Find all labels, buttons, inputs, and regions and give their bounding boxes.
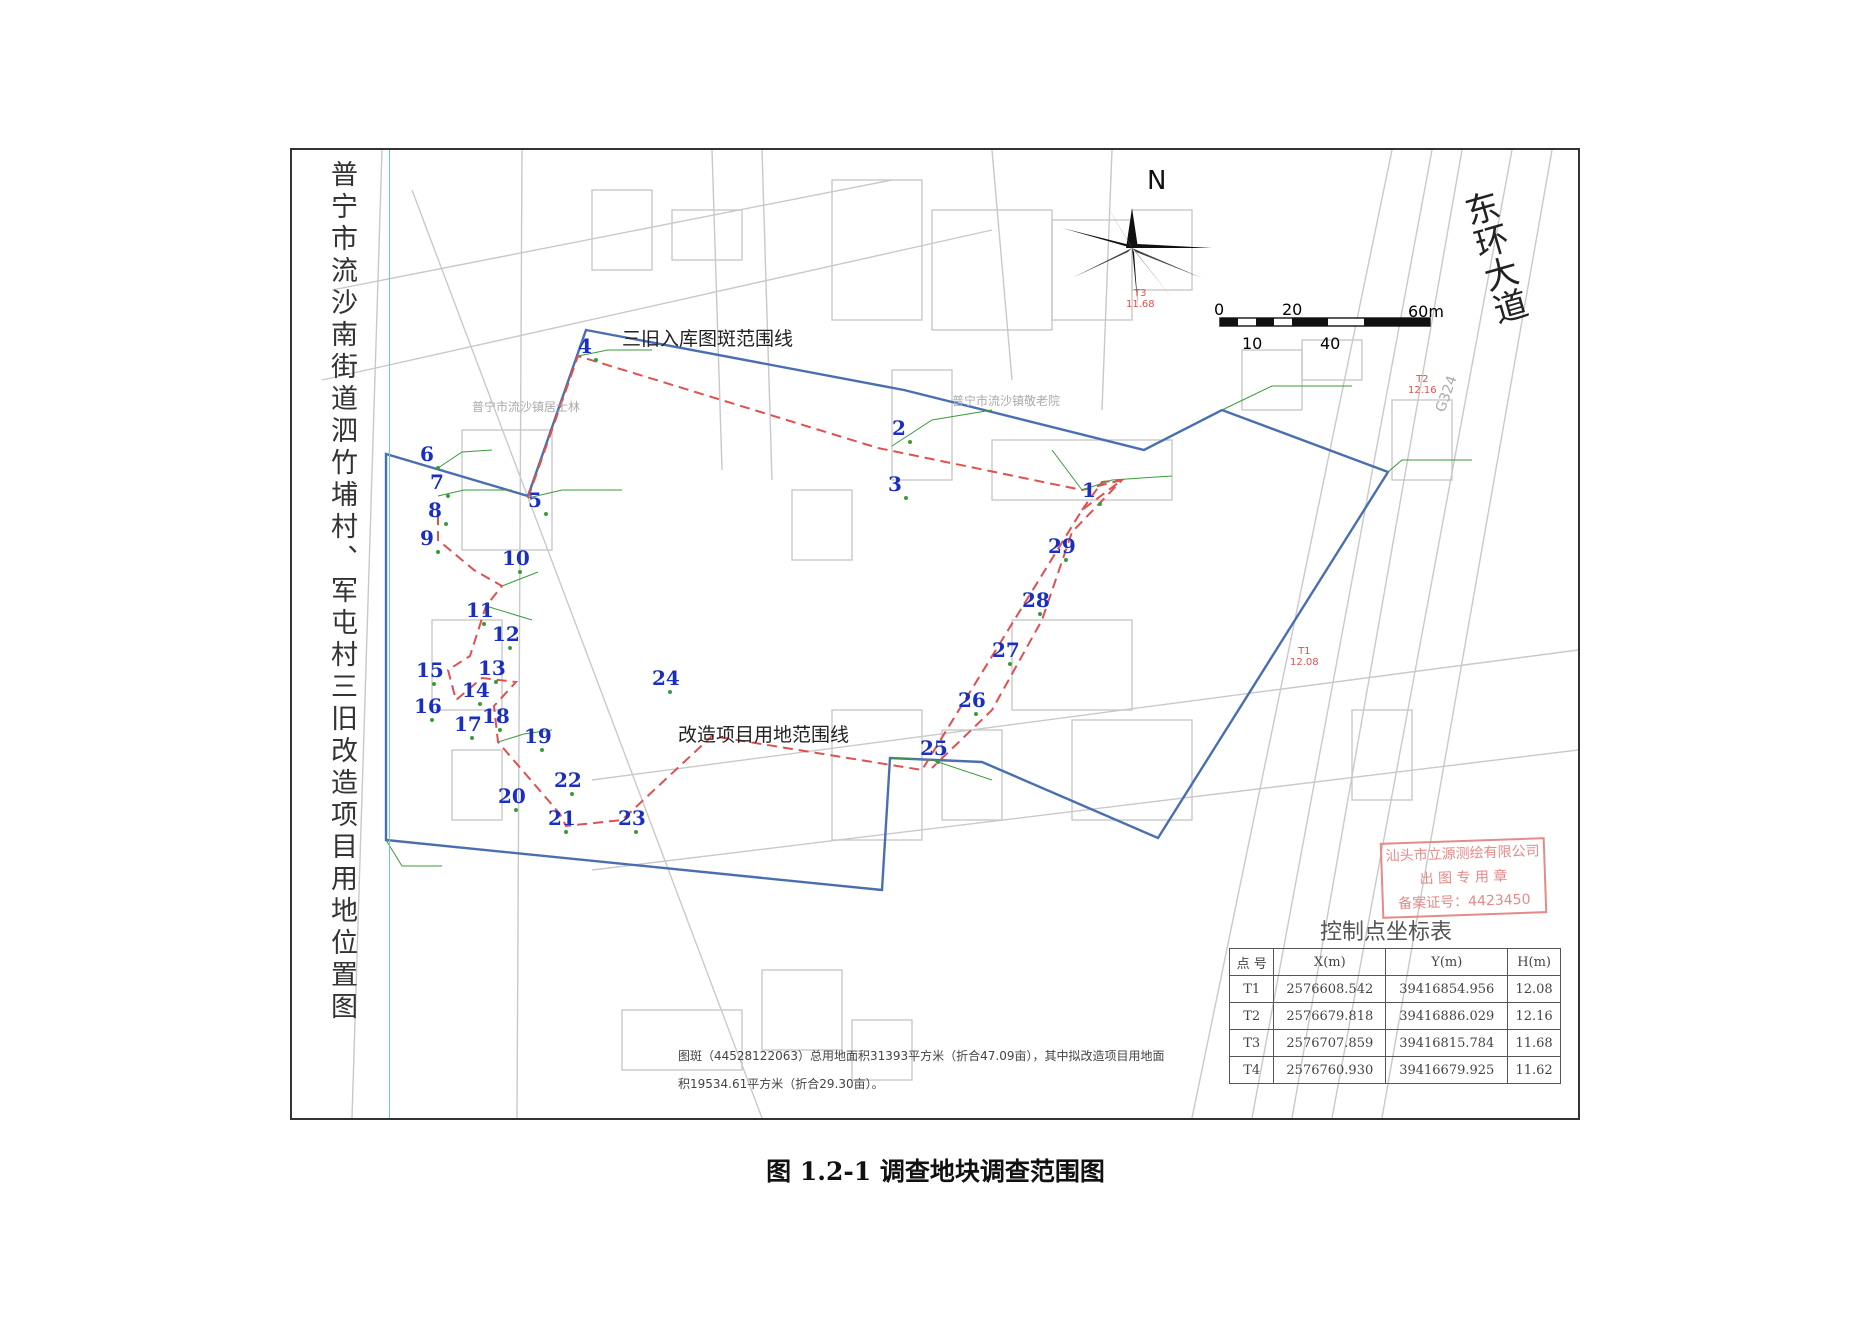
scale-label-20: 20 [1282, 300, 1303, 319]
scale-label-0: 0 [1214, 300, 1225, 319]
point-label-23: 23 [618, 806, 646, 830]
point-marker-21 [564, 830, 568, 834]
point-label-3: 3 [888, 472, 902, 496]
background-streets [321, 150, 1578, 1118]
point-marker-24 [668, 690, 672, 694]
point-marker-8 [444, 522, 448, 526]
point-label-9: 9 [420, 526, 434, 550]
header-cell: 点 号 [1228, 948, 1275, 976]
point-label-11: 11 [466, 598, 494, 622]
point-marker-28 [1038, 612, 1042, 616]
sanjiu-boundary [384, 328, 1390, 892]
point-label-1: 1 [1082, 478, 1096, 502]
point-label-14: 14 [462, 678, 490, 702]
point-label-29: 29 [1048, 534, 1076, 558]
point-markers [430, 358, 1102, 834]
point-marker-11 [482, 622, 486, 626]
scale-label-40: 40 [1320, 334, 1341, 353]
point-marker-14 [478, 702, 482, 706]
point-label-5: 5 [528, 488, 542, 512]
map-canvas [321, 150, 1578, 1118]
surveying-stamp: 汕头市立源测绘有限公司 出 图 专 用 章 备案证号：4423450 [1379, 837, 1548, 919]
point-label-18: 18 [482, 704, 510, 728]
institution-label-1: 普宁市流沙镇居士林 [472, 400, 581, 414]
point-label-10: 10 [502, 546, 530, 570]
point-label-7: 7 [430, 470, 444, 494]
point-label-26: 26 [958, 688, 986, 712]
point-marker-20 [514, 808, 518, 812]
point-marker-2 [908, 440, 912, 444]
point-label-15: 15 [416, 658, 444, 682]
point-marker-16 [430, 718, 434, 722]
point-marker-26 [974, 712, 978, 716]
point-label-22: 22 [554, 768, 582, 792]
header-cell: Y(m) [1385, 948, 1509, 976]
leader-lines [385, 349, 1472, 867]
point-marker-22 [570, 792, 574, 796]
point-marker-6 [436, 466, 440, 470]
point-marker-1 [1098, 502, 1102, 506]
point-label-16: 16 [414, 694, 442, 718]
point-label-4: 4 [578, 334, 592, 358]
point-marker-13 [494, 680, 498, 684]
header-cell: X(m) [1273, 948, 1387, 976]
institution-label-2: 普宁市流沙镇敬老院 [952, 394, 1061, 408]
north-arrow-icon [1062, 198, 1212, 308]
point-label-24: 24 [652, 666, 680, 690]
point-marker-10 [518, 570, 522, 574]
point-label-17: 17 [454, 712, 482, 736]
project-boundary-label: 改造项目用地范围线 [678, 724, 850, 746]
control-table-header: 点 号 X(m) Y(m) H(m) [1228, 948, 1561, 976]
point-marker-4 [594, 358, 598, 362]
side-title: 普宁市流沙南街道泗竹埔村、军屯村三旧改造项目用地位置图 [294, 150, 390, 1118]
point-marker-29 [1064, 558, 1068, 562]
point-marker-3 [904, 496, 908, 500]
point-marker-5 [544, 512, 548, 516]
point-label-27: 27 [992, 638, 1020, 662]
scale-label-60: 60m [1408, 302, 1444, 321]
point-marker-12 [508, 646, 512, 650]
point-marker-15 [432, 682, 436, 686]
point-marker-27 [1008, 662, 1012, 666]
point-label-8: 8 [428, 498, 442, 522]
header-cell: H(m) [1507, 948, 1561, 976]
point-label-20: 20 [498, 784, 526, 808]
sanjiu-boundary-label: 三旧入库图斑范围线 [622, 328, 794, 350]
point-marker-19 [540, 748, 544, 752]
point-marker-25 [936, 760, 940, 764]
point-label-12: 12 [492, 622, 520, 646]
point-marker-17 [470, 736, 474, 740]
point-marker-23 [634, 830, 638, 834]
scale-label-10: 10 [1242, 334, 1263, 353]
figure-caption: 图 1.2-1 调查地块调查范围图 [766, 1157, 1105, 1186]
scale-bar [1219, 317, 1431, 327]
north-label: N [1147, 166, 1167, 196]
point-marker-9 [436, 550, 440, 554]
point-label-25: 25 [920, 736, 948, 760]
point-label-6: 6 [420, 442, 434, 466]
point-label-13: 13 [478, 656, 506, 680]
map-frame: 东环大道 三旧入库图斑范围线 改造项目用地范围线 N 0 20 60m 10 4… [290, 148, 1580, 1120]
point-label-21: 21 [548, 806, 576, 830]
point-marker-18 [498, 728, 502, 732]
point-label-19: 19 [524, 724, 552, 748]
point-marker-7 [446, 494, 450, 498]
point-label-28: 28 [1022, 588, 1050, 612]
area-note: 图斑（44528122063）总用地面积31393平方米（折合47.09亩），其… [678, 1049, 1165, 1091]
point-label-2: 2 [892, 416, 906, 440]
control-table-title: 控制点坐标表 [1320, 920, 1453, 945]
